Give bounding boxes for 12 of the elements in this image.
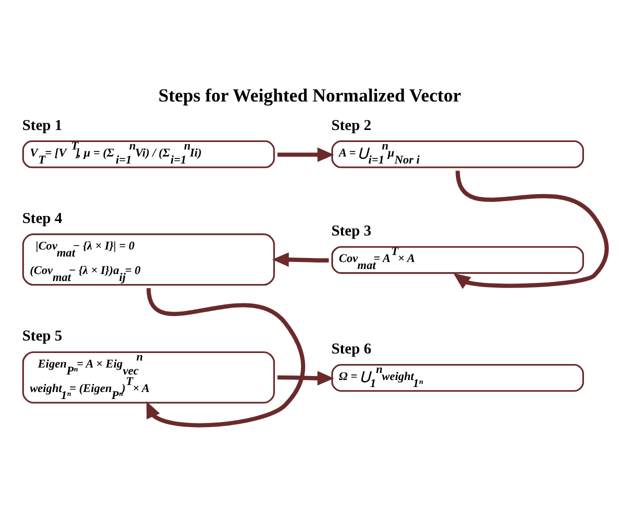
arrow [277, 147, 334, 162]
node-label: Step 6 [331, 340, 372, 358]
arrow [272, 252, 329, 267]
arrow [277, 370, 334, 386]
arrow [453, 170, 609, 289]
node-label: Step 4 [22, 210, 62, 227]
node-label: Step 2 [331, 116, 372, 134]
node-label: Step 3 [331, 222, 372, 240]
node-label: Step 5 [22, 328, 62, 345]
node-label: Step 1 [22, 116, 62, 134]
arrow [146, 288, 306, 428]
diagram-title: Steps for Weighted Normalized Vector [158, 86, 462, 107]
